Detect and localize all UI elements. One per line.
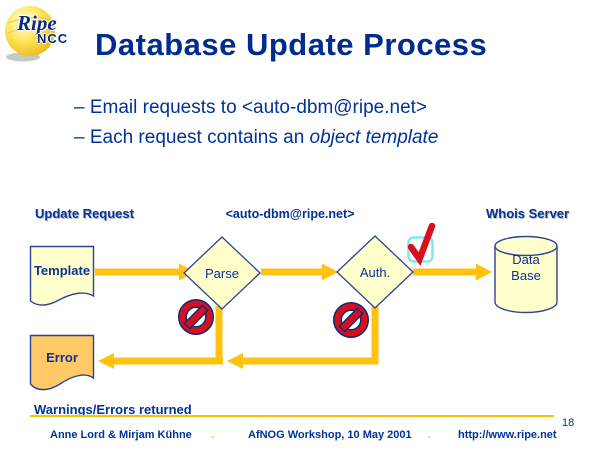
error-label: Error (46, 349, 78, 365)
bullet-item-template: – Each request contains an object templa… (74, 127, 554, 149)
logo-brand-text: Ripe (17, 11, 57, 35)
footer-authors: Anne Lord & Mirjam Kühne (50, 429, 192, 441)
template-document (29, 245, 95, 306)
auth-diamond (336, 235, 414, 309)
auth-label: Auth. (359, 264, 391, 280)
flow-arrows (95, 268, 477, 365)
database-label: Data Base (495, 250, 557, 286)
logo-sub-text: NCC (37, 31, 69, 46)
database-cylinder (494, 235, 558, 314)
flow-arrowheads (98, 263, 492, 369)
red-checkmark-icon (407, 222, 436, 266)
no-entry-icon (178, 299, 214, 335)
footer-event: AfNOG Workshop, 10 May 2001 (248, 429, 412, 441)
page-title: Database Update Process (95, 27, 488, 62)
database-label-line1: Data (512, 252, 540, 267)
footer-separator: . (428, 429, 432, 441)
bullet-item-email: – Email requests to <auto-dbm@ripe.net> (74, 97, 554, 119)
bullet-text: – Each request contains an (74, 127, 310, 148)
no-entry-icon (333, 302, 369, 338)
page-number: 18 (562, 417, 575, 429)
error-document (29, 334, 95, 391)
whois-server-label: Whois Server (486, 206, 570, 221)
bullet-italic-text: object template (309, 127, 439, 148)
parse-diamond (183, 236, 261, 310)
ripe-ncc-logo-ball-icon (5, 6, 55, 62)
footer-divider (30, 415, 554, 417)
bullet-text: – Email requests to <auto-dbm@ripe.net> (74, 97, 428, 118)
update-request-label: Update Request (35, 206, 134, 221)
parse-label: Parse (205, 265, 239, 281)
template-label: Template (33, 262, 91, 278)
footer-url: http://www.ripe.net (458, 429, 557, 441)
warnings-errors-label: Warnings/Errors returned (34, 402, 192, 417)
auto-dbm-email-label: <auto-dbm@ripe.net> (225, 207, 355, 221)
database-label-line2: Base (511, 268, 541, 283)
footer-separator: . (211, 429, 215, 441)
